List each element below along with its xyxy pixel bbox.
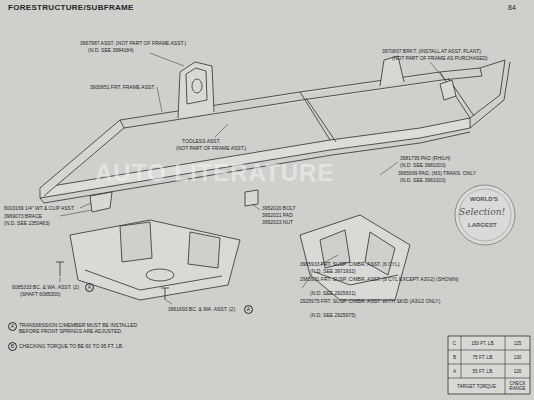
table-cell: TARGET TORQUE: [448, 378, 505, 394]
callout-letter: A: [8, 322, 17, 331]
part-label: 6085333 BC. & WA. ASST. (2): [12, 284, 79, 290]
part-label: 3952023 NUT: [262, 219, 293, 225]
table-cell: 130: [505, 350, 530, 364]
table-cell: 75 FT. LB.: [461, 350, 505, 364]
part-label: 2965931 FRT. SUSP. C/MBR. ASST. (8 CYL E…: [300, 276, 470, 282]
table-cell: 55 FT. LB.: [461, 364, 505, 378]
callout-letter: A: [85, 283, 94, 292]
stamp-text: Selection!: [459, 207, 505, 217]
watermark: AUTO LITERATURE: [95, 160, 334, 186]
page-title: FORESTRUCTURE/SUBFRAME: [8, 3, 134, 12]
part-label: 3970897 BRKT. (INSTALL AT ASST. PLANT): [382, 48, 481, 54]
part-label: 3952021 PAD: [262, 212, 293, 218]
callout-letter: A: [244, 305, 253, 314]
callout-letter: B: [8, 342, 17, 351]
part-label: 3969073 BRACE: [4, 213, 42, 219]
part-label: (N.D. SEE 3981003): [400, 177, 446, 183]
part-label: 3952020 BOLT: [262, 205, 296, 211]
part-label: (N.D. SEE 3984184): [88, 47, 134, 53]
page-number: 84: [508, 4, 516, 12]
stamp-text: LARGEST: [468, 222, 497, 229]
part-label: 6003169 1/4" WT & CLIP ASST.: [4, 205, 75, 211]
table-cell: C: [448, 336, 461, 350]
table-cell: A: [448, 364, 461, 378]
part-label: 3930851 FRT. FRAME ASST.: [90, 84, 155, 90]
note-text: CHECKING TORQUE TO BE 60 TO 95 FT. LB.: [19, 343, 123, 349]
part-label: 3965699 PAD, (M3) TRANS. ONLY: [398, 170, 476, 176]
table-cell: B: [448, 350, 461, 364]
part-label: (N.D. SEE 2925931): [310, 290, 356, 296]
part-label: 3967987 ASST. (NOT PART OF FRAME ASST.): [80, 40, 186, 46]
part-label: 3961693 BC. & WA. ASST. (2): [168, 306, 235, 312]
part-label: TOOLESS ASST.: [182, 138, 221, 144]
part-label: (N.D. SEE 3971932): [310, 268, 356, 274]
part-label: (N.D. SEE 2925975): [310, 312, 356, 318]
part-label: (N.D. SEE 3981003): [400, 162, 446, 168]
table-cell: 150 FT. LB.: [461, 336, 505, 350]
table-cell: CHECK RANGE: [505, 378, 530, 394]
table-cell: 125: [505, 336, 530, 350]
part-label: 3965933 FRT. SUSP. C/MBR. ASST. (6 CYL): [300, 261, 400, 267]
part-label: (SHAFT 6085300): [20, 291, 60, 297]
note-text: TRANSMISSION C/MEMBER MUST BE INSTALLED …: [19, 322, 159, 334]
part-label: (NOT PART OF FRAME ASST.): [176, 145, 246, 151]
part-label: (N.D. SEE 2350483): [4, 220, 50, 226]
stamp-text: WORLD'S: [470, 196, 498, 203]
table-cell: 120: [505, 364, 530, 378]
part-label: (NOT PART OF FRAME AS PURCHASED): [392, 55, 488, 61]
part-label: 2925975 FRT. SUSP. C/MBR. ASST. WITH SKI…: [300, 298, 470, 304]
part-label: 3981795 PAD (RH/LH): [400, 155, 451, 161]
